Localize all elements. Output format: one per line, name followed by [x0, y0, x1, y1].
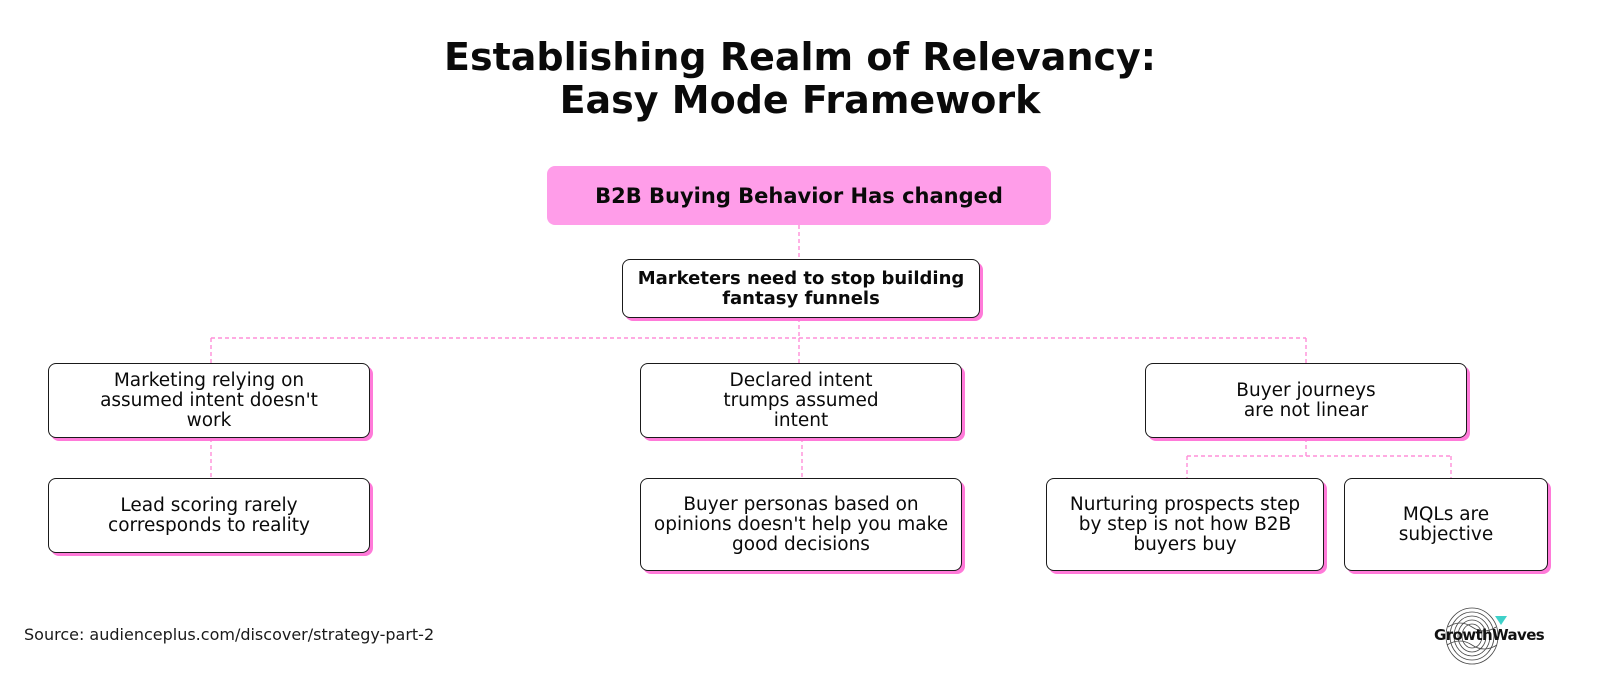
branch-node-2: Declared intent trumps assumed intent — [640, 363, 962, 438]
child-label-3b: MQLs are subjective — [1398, 503, 1494, 545]
level1-label: Marketers need to stop building fantasy … — [637, 267, 965, 309]
page-title: Establishing Realm of Relevancy: Easy Mo… — [0, 36, 1600, 122]
title-line-2: Easy Mode Framework — [559, 78, 1041, 122]
child-label-3a: Nurturing prospects step by step is not … — [1069, 493, 1301, 555]
branch-label-3: Buyer journeys are not linear — [1236, 379, 1376, 421]
branch-node-3: Buyer journeys are not linear — [1145, 363, 1467, 438]
child-label-2: Buyer personas based on opinions doesn't… — [653, 493, 949, 555]
branch-node-1: Marketing relying on assumed intent does… — [48, 363, 370, 438]
title-line-1: Establishing Realm of Relevancy: — [444, 35, 1156, 79]
branch-label-2: Declared intent trumps assumed intent — [723, 369, 879, 431]
root-node: B2B Buying Behavior Has changed — [547, 166, 1051, 225]
child-node-2: Buyer personas based on opinions doesn't… — [640, 478, 962, 571]
child-label-1: Lead scoring rarely corresponds to reali… — [108, 494, 310, 536]
brand-logo: GrowthWaves — [1434, 626, 1545, 644]
child-node-1: Lead scoring rarely corresponds to reali… — [48, 478, 370, 553]
child-node-3a: Nurturing prospects step by step is not … — [1046, 478, 1324, 571]
branch-label-1: Marketing relying on assumed intent does… — [100, 369, 318, 431]
wave-globe-icon — [1445, 607, 1507, 665]
source-citation: Source: audienceplus.com/discover/strate… — [24, 625, 435, 644]
child-node-3b: MQLs are subjective — [1344, 478, 1548, 571]
level1-node: Marketers need to stop building fantasy … — [622, 259, 980, 318]
